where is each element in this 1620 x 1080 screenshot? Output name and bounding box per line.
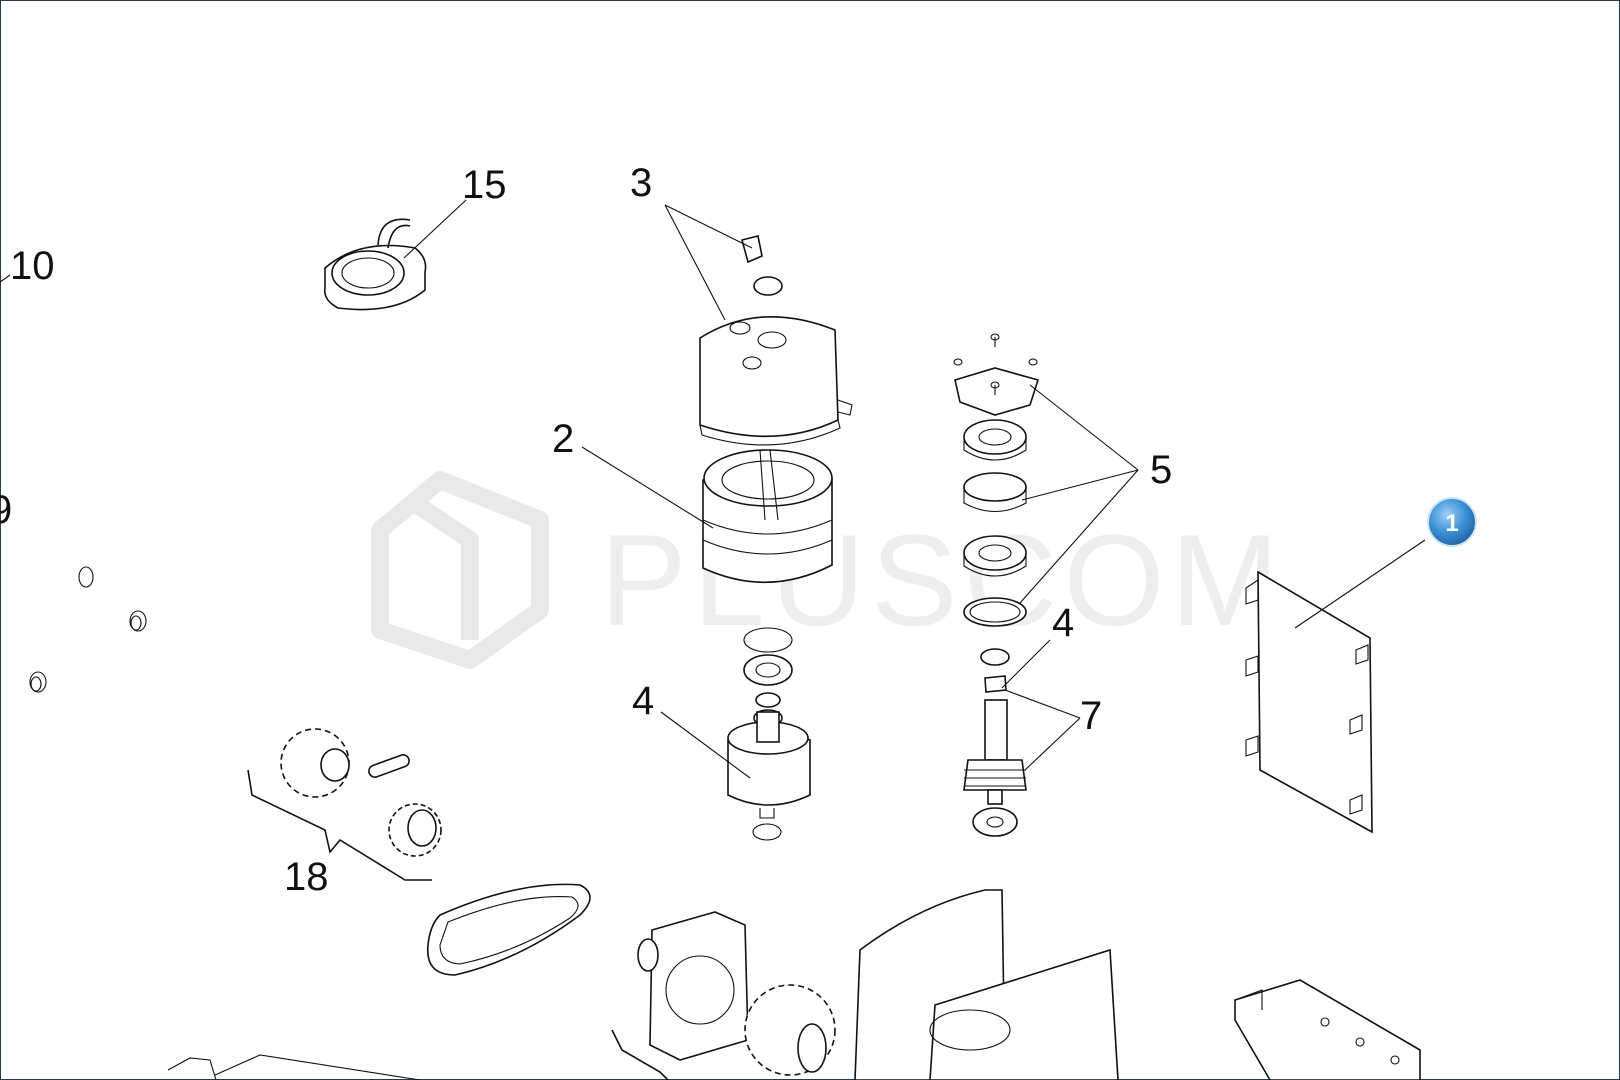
callout-4-right: 4 bbox=[1052, 601, 1074, 645]
part-1-cover-plate[interactable] bbox=[1245, 570, 1373, 834]
part-15-sensor-ring[interactable] bbox=[323, 218, 427, 311]
callout-2: 2 bbox=[552, 417, 574, 461]
part-9-springs[interactable] bbox=[29, 566, 147, 693]
badge-number: 1 bbox=[1445, 510, 1458, 537]
part-18-sprockets[interactable] bbox=[247, 728, 442, 881]
callout-18: 18 bbox=[284, 855, 329, 899]
part-7-worm-shaft[interactable] bbox=[963, 648, 1027, 837]
callout-10: 10 bbox=[10, 244, 55, 288]
part-2-stator[interactable] bbox=[702, 449, 833, 584]
part-4-rotor[interactable] bbox=[727, 627, 811, 841]
callout-7: 7 bbox=[1080, 694, 1102, 738]
callout-15: 15 bbox=[462, 163, 507, 207]
leader-lines bbox=[0, 199, 1426, 779]
gearbox-housing[interactable] bbox=[167, 889, 1421, 1080]
part-3-motor-cap[interactable] bbox=[699, 235, 853, 446]
callout-4-left: 4 bbox=[632, 679, 654, 723]
drive-belt[interactable] bbox=[426, 883, 591, 976]
highlight-badge-1[interactable]: 1 bbox=[1427, 497, 1477, 547]
callout-3: 3 bbox=[630, 161, 652, 205]
callout-9: 9 bbox=[0, 488, 12, 532]
callout-5: 5 bbox=[1150, 448, 1172, 492]
part-5-bearing-stack[interactable] bbox=[953, 333, 1040, 627]
